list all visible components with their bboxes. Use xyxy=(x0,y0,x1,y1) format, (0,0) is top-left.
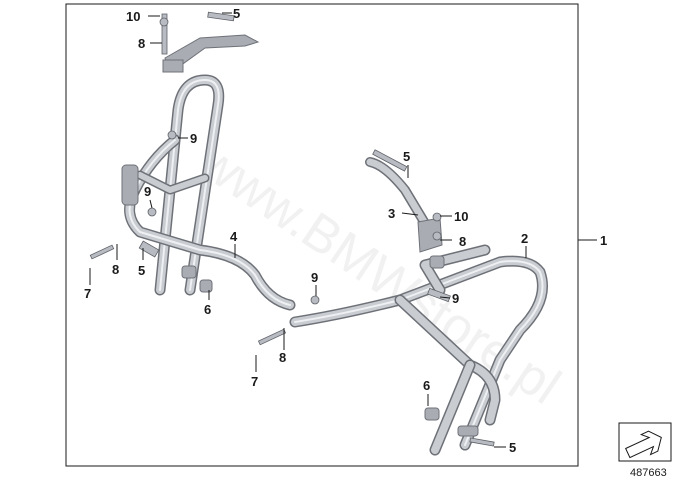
callout-9-left: 9 xyxy=(144,184,151,199)
callout-8-top: 8 xyxy=(138,36,145,51)
leader-lines xyxy=(89,12,597,448)
callout-7-mid: 7 xyxy=(251,374,258,389)
callout-2: 2 xyxy=(521,231,528,246)
callouts: 10 5 8 9 9 8 7 5 4 6 5 3 10 8 2 1 9 9 8 … xyxy=(84,6,607,455)
callout-9-upper: 9 xyxy=(190,131,197,146)
callout-5-left: 5 xyxy=(138,263,145,278)
reference-number: 487663 xyxy=(630,467,667,479)
upper-left-bracket xyxy=(162,34,260,73)
fasteners xyxy=(89,11,495,447)
orientation-arrow-icon xyxy=(618,422,672,462)
callout-10-top: 10 xyxy=(126,9,140,24)
watermark: www.BMWstore.pl xyxy=(187,131,570,416)
callout-3: 3 xyxy=(388,206,395,221)
callout-8-right: 8 xyxy=(459,234,466,249)
callout-10-right: 10 xyxy=(454,209,468,224)
callout-6-left: 6 xyxy=(204,302,211,317)
callout-8-mid: 8 xyxy=(279,350,286,365)
callout-8-left: 8 xyxy=(112,262,119,277)
callout-9-mid: 9 xyxy=(311,270,318,285)
callout-1: 1 xyxy=(600,233,607,248)
right-protection-bar xyxy=(289,244,548,456)
left-protection-bar xyxy=(121,74,296,311)
callout-5-right: 5 xyxy=(403,149,410,164)
callout-6-right: 6 xyxy=(423,378,430,393)
callout-5-top: 5 xyxy=(233,6,240,21)
callout-4: 4 xyxy=(230,229,238,244)
callout-7-left: 7 xyxy=(84,286,91,301)
callout-9-right: 9 xyxy=(452,291,459,306)
callout-5-bottom: 5 xyxy=(509,440,516,455)
right-bracket xyxy=(365,157,443,253)
diagram-frame xyxy=(65,3,579,467)
